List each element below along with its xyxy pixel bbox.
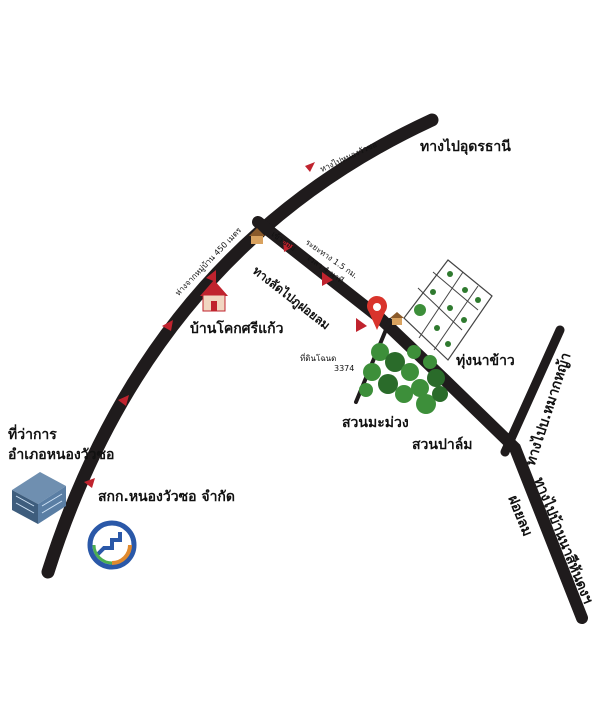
main-road [41,113,439,579]
label-mango: สวนมะม่วง [342,415,409,431]
tree-cluster [359,304,448,414]
label-plot: ที่ดินโฉนด [300,354,337,363]
side-road-mak-ya [500,325,565,457]
building-icon [12,472,66,524]
label-palm: สวนปาล์ม [412,437,473,453]
coop-logo-icon [87,520,137,570]
label-district-office-1: ที่ว่าการ [8,427,57,443]
direction-arrows [84,162,367,488]
house-icon [200,280,228,312]
shortcut-road [252,216,588,624]
label-plot-no: 3374 [334,364,355,373]
rice-field [403,259,493,361]
small-house-icon-2 [390,312,404,325]
label-coop: สกก.หนองวัวซอ จำกัด [98,489,235,505]
label-rice-field: ทุ่งนาข้าว [456,353,515,369]
label-district-office-2: อำเภอหนองวัวซอ [8,447,115,463]
location-pin-icon [367,296,387,330]
small-house-icon [249,228,265,244]
label-to-udon: ทางไปอุดรธานี [420,139,511,155]
label-house: บ้านโคกศรีแก้ว [190,321,284,337]
rice-plant-icon [417,271,481,347]
